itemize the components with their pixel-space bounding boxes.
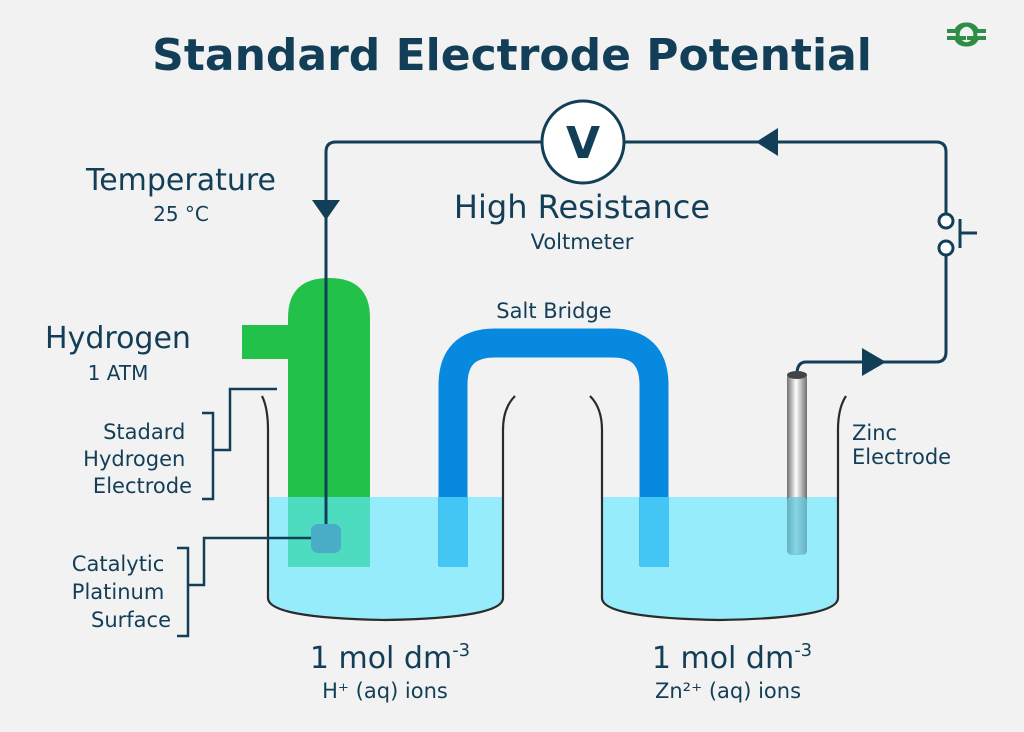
hydrogen-pressure: 1 ATM bbox=[88, 361, 149, 385]
temperature-value: 25 °C bbox=[153, 202, 209, 226]
left-concentration-label: 1 mol dm-3 bbox=[310, 640, 470, 676]
gfg-logo-icon bbox=[947, 22, 986, 47]
left-ion-label: H⁺ (aq) ions bbox=[322, 679, 448, 703]
right-concentration-label: 1 mol dm-3 bbox=[652, 640, 812, 676]
right-ion-label: Zn²⁺ (aq) ions bbox=[655, 679, 801, 703]
right-beaker-icon bbox=[589, 395, 847, 622]
circuit-wire-top-right bbox=[622, 140, 948, 216]
hydrogen-tube bbox=[242, 278, 370, 567]
arrow-down-icon bbox=[312, 200, 340, 220]
platinum-electrode-icon bbox=[311, 524, 341, 553]
platinum-bracket bbox=[177, 536, 311, 638]
arrow-right-icon bbox=[862, 348, 886, 376]
salt-bridge-label: Salt Bridge bbox=[496, 299, 611, 323]
circuit-wire-left bbox=[324, 140, 544, 532]
platinum-label: Catalytic Platinum Surface bbox=[72, 552, 171, 632]
left-beaker-icon bbox=[261, 395, 516, 622]
zinc-electrode-icon bbox=[787, 371, 807, 555]
she-label: Stadard Hydrogen Electrode bbox=[83, 420, 192, 498]
zinc-electrode-label: Zinc Electrode bbox=[852, 421, 951, 469]
salt-bridge bbox=[438, 328, 669, 567]
voltmeter-symbol: V bbox=[566, 118, 600, 169]
circuit-wire-right bbox=[795, 248, 948, 374]
hydrogen-title: Hydrogen bbox=[45, 321, 191, 356]
temperature-title: Temperature bbox=[85, 163, 276, 198]
she-bracket bbox=[202, 387, 277, 501]
arrow-left-icon bbox=[756, 128, 778, 156]
page-title: Standard Electrode Potential bbox=[152, 30, 872, 81]
voltmeter-subtitle: Voltmeter bbox=[531, 230, 634, 254]
switch-icon bbox=[937, 212, 977, 257]
voltmeter-icon: V bbox=[540, 99, 626, 185]
voltmeter-title: High Resistance bbox=[454, 188, 710, 226]
